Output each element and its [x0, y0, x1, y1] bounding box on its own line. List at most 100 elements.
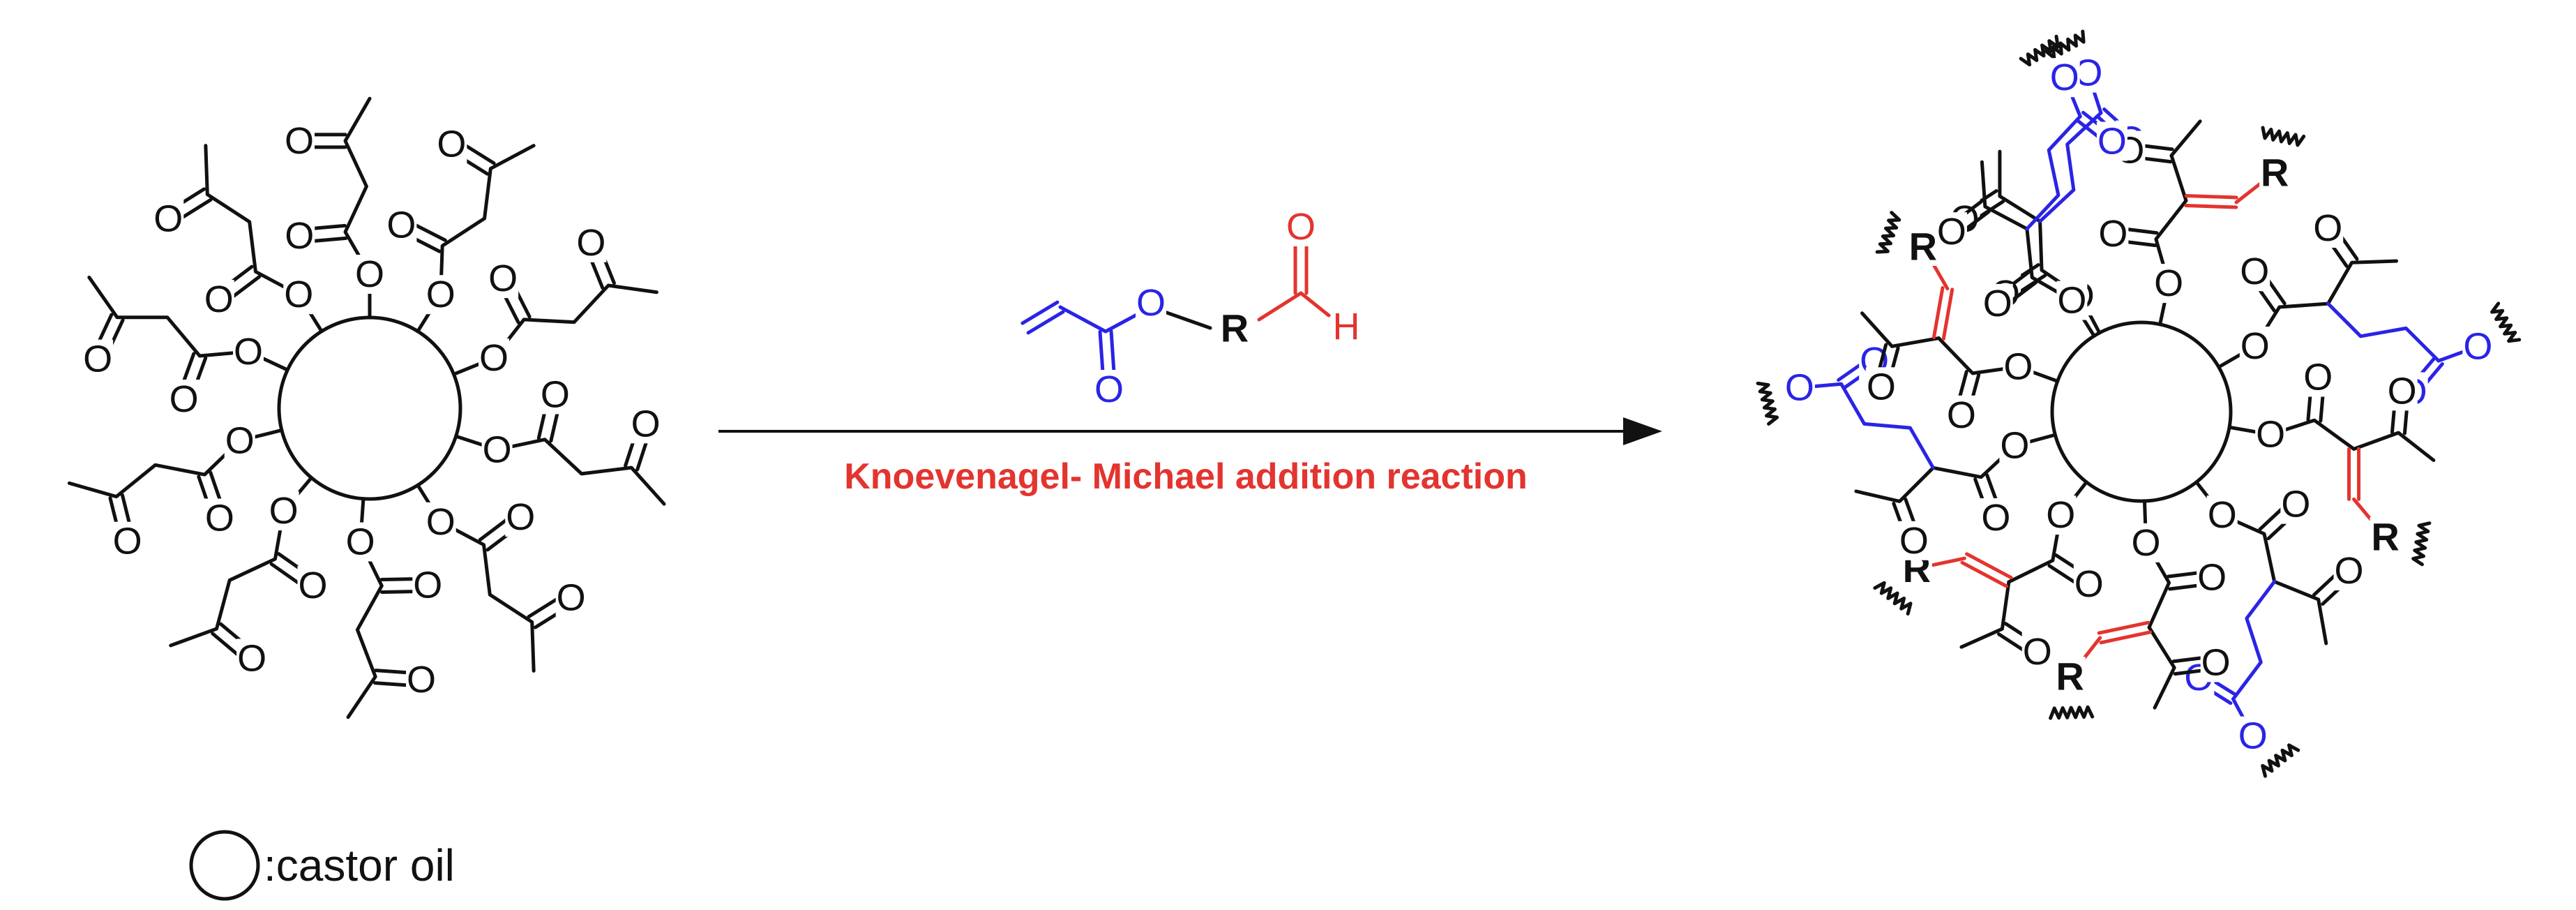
bond — [495, 438, 666, 506]
atom-label-backdrop — [2153, 264, 2185, 304]
atom-label-backdrop — [204, 498, 235, 538]
atom-label: O — [237, 637, 266, 679]
atom-label: O — [506, 496, 535, 538]
atom-label-backdrop — [203, 280, 234, 320]
double-bond-line — [1960, 560, 2009, 588]
atom-label: O — [1867, 366, 1896, 408]
atom-label: O — [1947, 394, 1976, 436]
atom-label-backdrop — [2312, 209, 2344, 248]
wavy-bond-icon — [1875, 211, 1901, 254]
atom-label-backdrop — [575, 223, 607, 262]
atom-label: O — [1983, 283, 2012, 325]
castor-oil-legend-circle — [189, 830, 260, 901]
atom-label: O — [1785, 366, 1814, 408]
atom-label: O — [541, 373, 570, 415]
atom-label-backdrop — [1286, 207, 1316, 246]
bond — [2231, 579, 2277, 701]
double-bond-line — [2097, 620, 2151, 635]
atom-label: O — [1286, 206, 1316, 248]
atom-label: O — [2303, 356, 2333, 398]
atom-label-backdrop — [1936, 212, 1967, 252]
double-bond-line — [2184, 203, 2238, 209]
atom-label: O — [1136, 282, 1166, 324]
atom-label-backdrop — [2370, 517, 2401, 557]
atom-label: O — [205, 497, 234, 539]
atom-label: O — [2074, 563, 2104, 605]
atom-label-backdrop — [232, 331, 264, 371]
atom-label-backdrop — [2386, 371, 2418, 411]
atom-label: O — [204, 278, 234, 320]
atom-label-backdrop — [505, 497, 536, 537]
atom-label: O — [2057, 280, 2086, 322]
atom-label: O — [2097, 121, 2127, 163]
crosslinked-product: OOOOOOOOROOOOOOOOROOOOOOOOROOOROOOOOOOOR… — [1756, 29, 2522, 778]
atom-label: O — [2281, 484, 2310, 525]
atom-label: O — [2240, 251, 2269, 292]
legend-label: :castor oil — [264, 840, 455, 890]
atom-label-backdrop — [406, 660, 437, 700]
atom-label-backdrop — [2003, 347, 2034, 387]
double-bond-line — [2099, 630, 2153, 645]
atom-label-backdrop — [630, 404, 661, 444]
wavy-bond-icon — [2044, 29, 2086, 60]
bond — [1860, 311, 1941, 348]
bond — [67, 438, 242, 499]
wavy-bond-icon — [1756, 381, 1779, 426]
atom-label: O — [83, 338, 112, 380]
legend: :castor oil — [189, 830, 455, 901]
atom-label: O — [2023, 631, 2052, 673]
atom-label-backdrop — [1945, 395, 1977, 435]
atom-label-backdrop — [283, 275, 315, 315]
atom-label-backdrop — [539, 375, 571, 415]
bond — [439, 144, 536, 297]
atom-label: O — [2240, 325, 2270, 367]
wavy-bond-icon — [2411, 521, 2432, 567]
castor-oil-core — [2050, 320, 2233, 503]
bond — [1959, 580, 2011, 649]
atom-label: O — [426, 274, 455, 315]
atom-label: O — [113, 521, 142, 562]
r-group-label: R — [1221, 306, 1249, 350]
atom-label-backdrop — [112, 521, 143, 561]
atom-label-backdrop — [1907, 227, 1938, 267]
bond — [1854, 465, 1935, 503]
atom-label-backdrop — [436, 124, 467, 164]
atom-label: O — [407, 659, 436, 701]
atom-label: O — [2388, 370, 2417, 412]
atom-label-backdrop — [412, 565, 444, 605]
atom-label-backdrop — [345, 522, 376, 562]
atom-label-backdrop — [2130, 523, 2162, 562]
atom-label-backdrop — [1136, 283, 1166, 322]
atom-label: O — [285, 120, 314, 162]
bond — [169, 509, 286, 648]
atom-label: O — [557, 576, 586, 618]
atom-label: O — [631, 403, 661, 445]
bond — [2326, 259, 2399, 306]
atom-label: O — [1094, 368, 1124, 410]
atom-label-backdrop — [2097, 214, 2129, 254]
atom-label-backdrop — [2206, 495, 2238, 535]
atom-label-backdrop — [354, 255, 385, 294]
atom-label-backdrop — [168, 379, 199, 419]
atom-label-backdrop — [2200, 643, 2231, 682]
atom-label: O — [437, 124, 466, 165]
atom-label: O — [2463, 326, 2492, 368]
bond — [346, 540, 384, 719]
atom-label-backdrop — [2303, 357, 2334, 397]
atom-label-backdrop — [481, 430, 513, 470]
bond — [1998, 149, 2042, 223]
double-bond-line — [1965, 552, 2013, 580]
atom-label: O — [298, 565, 327, 606]
atom-label-backdrop — [224, 421, 255, 461]
atom-label: O — [2313, 207, 2342, 249]
atom-label: O — [284, 274, 313, 315]
atom-label-backdrop — [2259, 152, 2291, 192]
atom-label: O — [153, 198, 183, 240]
r-group-label: R — [2056, 655, 2084, 699]
atom-label-backdrop — [1865, 367, 1897, 407]
bond — [2352, 431, 2436, 463]
bond — [492, 283, 658, 360]
wavy-bond-icon — [2049, 705, 2095, 720]
double-bond-line — [1020, 300, 1060, 325]
